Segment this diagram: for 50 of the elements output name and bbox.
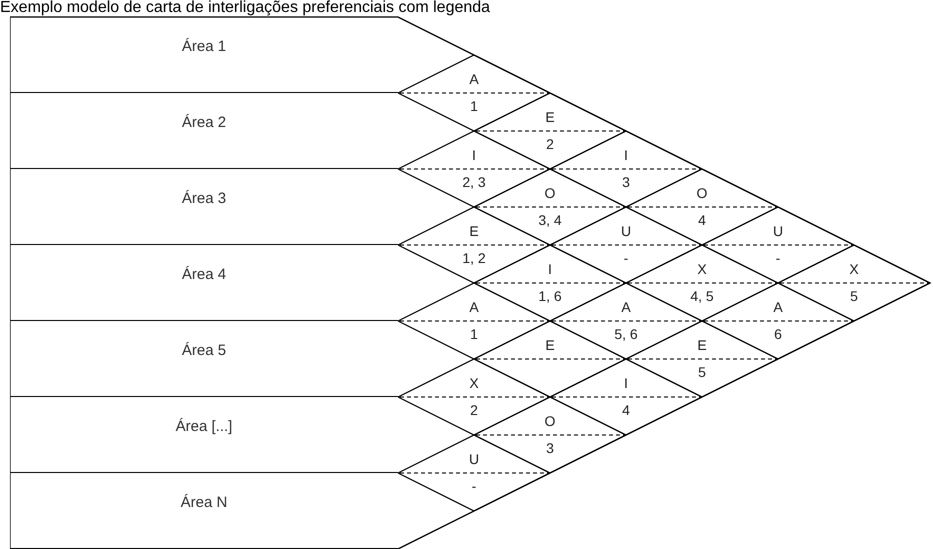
area-label: Área 1 bbox=[182, 37, 226, 58]
reason-code: 1, 6 bbox=[538, 288, 562, 304]
reason-code: 1 bbox=[470, 326, 478, 342]
rating-letter: I bbox=[548, 261, 552, 277]
rating-letter: E bbox=[545, 337, 555, 353]
reason-code: 5, 6 bbox=[614, 326, 638, 342]
rating-letter: U bbox=[468, 451, 480, 467]
area-label: Área N bbox=[180, 493, 228, 514]
rating-letter: U bbox=[772, 223, 784, 239]
rating-letter: A bbox=[469, 299, 479, 315]
rating-letter: I bbox=[624, 147, 628, 163]
area-label: Área 3 bbox=[182, 189, 226, 210]
reason-code: 2 bbox=[470, 402, 478, 418]
reason-code: 3 bbox=[622, 174, 630, 190]
rating-letter: I bbox=[624, 375, 628, 391]
reason-code: 5 bbox=[850, 288, 858, 304]
area-label: Área [...] bbox=[176, 417, 232, 438]
reason-code: 2, 3 bbox=[462, 174, 486, 190]
rating-letter: A bbox=[469, 71, 479, 87]
reason-code: 4 bbox=[622, 402, 630, 418]
reason-code: 1, 2 bbox=[462, 250, 486, 266]
area-label: Área 4 bbox=[182, 265, 226, 286]
rating-letter: E bbox=[545, 109, 555, 125]
rating-letter: X bbox=[469, 375, 479, 391]
reason-code: - bbox=[624, 250, 628, 266]
rating-letter: X bbox=[849, 261, 859, 277]
reason-code: 5 bbox=[698, 364, 706, 380]
area-label: Área 5 bbox=[182, 341, 226, 362]
rating-letter: A bbox=[621, 299, 631, 315]
rating-letter: O bbox=[544, 413, 556, 429]
rating-letter: X bbox=[697, 261, 707, 277]
reason-code: 6 bbox=[774, 326, 782, 342]
rating-letter: I bbox=[472, 147, 476, 163]
reason-code: 4, 5 bbox=[690, 288, 714, 304]
rating-letter: E bbox=[697, 337, 707, 353]
rating-letter: O bbox=[696, 185, 708, 201]
rating-letter: O bbox=[544, 185, 556, 201]
reason-code: - bbox=[776, 250, 780, 266]
rating-letter: U bbox=[620, 223, 632, 239]
rating-letter: A bbox=[773, 299, 783, 315]
rating-letter: E bbox=[469, 223, 479, 239]
relationship-diamond bbox=[398, 207, 550, 283]
reason-code: 1 bbox=[470, 98, 478, 114]
area-label: Área 2 bbox=[182, 113, 226, 134]
reason-code: 3 bbox=[546, 440, 554, 456]
reason-code: - bbox=[472, 478, 476, 494]
reason-code: 3, 4 bbox=[538, 212, 562, 228]
diagram-title: Exemplo modelo de carta de interligações preferenciais com legenda bbox=[0, 0, 490, 17]
reason-code: 4 bbox=[698, 212, 706, 228]
reason-code: 2 bbox=[546, 136, 554, 152]
